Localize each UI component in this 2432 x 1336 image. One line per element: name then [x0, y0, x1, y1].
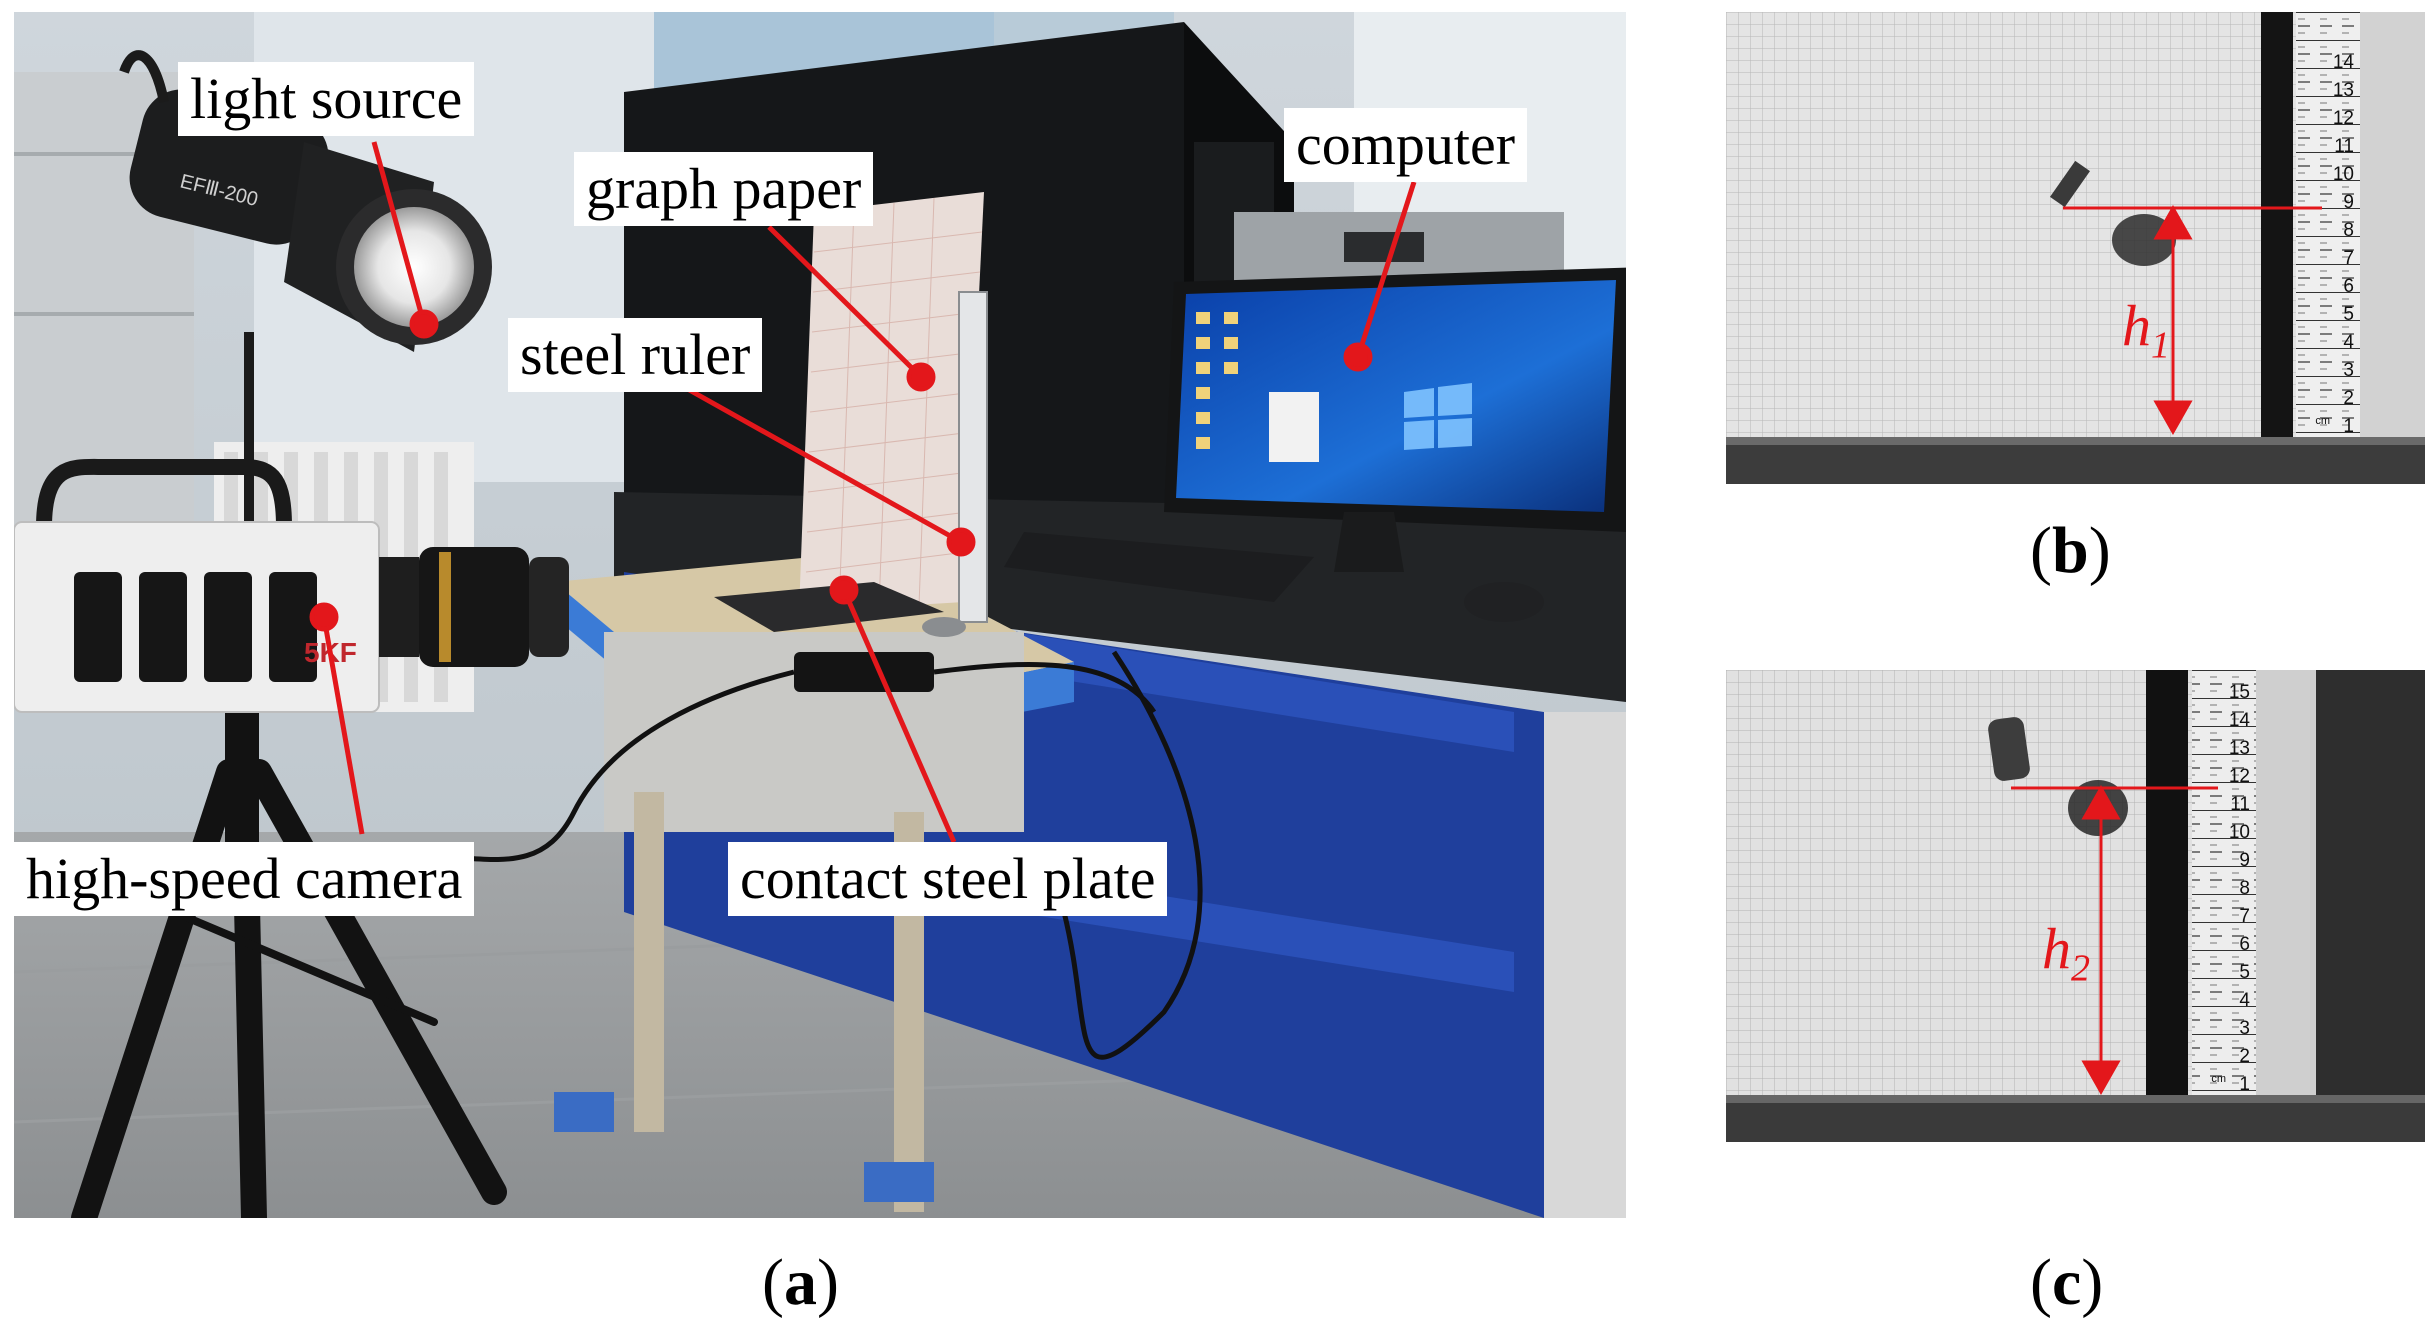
ruler-numbers-b: 1 2 3 4 5 6 7 8 9 10 11 12 13 14 cm: [2315, 52, 2354, 437]
setup-photo: EFⅢ-200 5KF: [14, 12, 1626, 1218]
svg-text:13: 13: [2229, 738, 2250, 759]
svg-text:8: 8: [2343, 220, 2354, 241]
svg-text:11: 11: [2230, 794, 2250, 815]
svg-text:4: 4: [2343, 332, 2354, 353]
svg-text:7: 7: [2239, 906, 2250, 927]
graph-paper: [799, 192, 984, 612]
svg-text:12: 12: [2229, 766, 2250, 787]
svg-text:5: 5: [2239, 962, 2250, 983]
label-contact-steel-plate: contact steel plate: [728, 842, 1168, 916]
pointer-steel-plate: [841, 588, 957, 844]
svg-text:11: 11: [2334, 136, 2354, 157]
svg-text:12: 12: [2333, 108, 2354, 129]
label-light-source: light source: [178, 62, 475, 136]
svg-text:2: 2: [2343, 388, 2354, 409]
particle-b: [2050, 160, 2090, 208]
svg-text:3: 3: [2343, 360, 2354, 381]
svg-text:9: 9: [2343, 192, 2354, 213]
label-high-speed-camera: high-speed camera: [14, 842, 475, 916]
svg-text:4: 4: [2239, 990, 2250, 1011]
svg-text:10: 10: [2333, 164, 2354, 185]
pointer-steel-ruler: [682, 384, 963, 545]
ruler-numbers-c: 1 2 3 4 5 6 7 8 9 10 11 12 13 14 15 cm: [2211, 682, 2250, 1095]
svg-text:14: 14: [2333, 52, 2355, 73]
caption-a: (a): [762, 1246, 839, 1319]
pointer-light-source: [371, 141, 427, 325]
motion-blur-b: [2112, 214, 2176, 266]
svg-text:2: 2: [2239, 1046, 2250, 1067]
frame-c: 1 2 3 4 5 6 7 8 9 10 11 12 13 14 15 cm h…: [1726, 670, 2425, 1142]
caption-b: (b): [2030, 514, 2111, 587]
h2-label: h2: [2042, 916, 2090, 990]
svg-text:cm: cm: [2315, 415, 2330, 427]
svg-text:7: 7: [2343, 248, 2354, 269]
particle-c: [1988, 717, 2030, 781]
svg-text:15: 15: [2229, 682, 2250, 703]
svg-text:13: 13: [2333, 80, 2354, 101]
svg-text:6: 6: [2343, 276, 2354, 297]
caption-c: (c): [2030, 1246, 2104, 1319]
svg-text:6: 6: [2239, 934, 2250, 955]
svg-text:1: 1: [2239, 1074, 2250, 1095]
svg-text:5: 5: [2343, 304, 2354, 325]
svg-text:1: 1: [2343, 416, 2354, 437]
svg-text:14: 14: [2229, 710, 2251, 731]
steel-ruler-object: [958, 291, 988, 623]
label-computer: computer: [1284, 108, 1528, 182]
keyboard: [1004, 532, 1314, 602]
high-speed-camera-object: 5KF: [14, 458, 569, 713]
svg-text:10: 10: [2229, 822, 2250, 843]
frame-b: 1 2 3 4 5 6 7 8 9 10 11 12 13 14 cm h1: [1726, 12, 2425, 484]
label-graph-paper: graph paper: [574, 152, 874, 226]
mouse: [1464, 582, 1544, 622]
pointer-graph-paper: [767, 225, 923, 379]
svg-text:8: 8: [2239, 878, 2250, 899]
computer-monitor: [1164, 267, 1626, 572]
steel-plate-object: [714, 582, 944, 632]
h1-label: h1: [2122, 293, 2170, 367]
light-source-object: EFⅢ-200: [119, 50, 492, 692]
svg-text:cm: cm: [2211, 1073, 2226, 1085]
pointer-computer: [1355, 181, 1417, 358]
svg-text:3: 3: [2239, 1018, 2250, 1039]
pointer-camera: [321, 616, 365, 835]
frame-b-drawing: 1 2 3 4 5 6 7 8 9 10 11 12 13 14 cm: [1726, 12, 2425, 484]
label-steel-ruler: steel ruler: [508, 318, 763, 392]
svg-text:9: 9: [2239, 850, 2250, 871]
frame-c-drawing: 1 2 3 4 5 6 7 8 9 10 11 12 13 14 15 cm: [1726, 670, 2425, 1142]
